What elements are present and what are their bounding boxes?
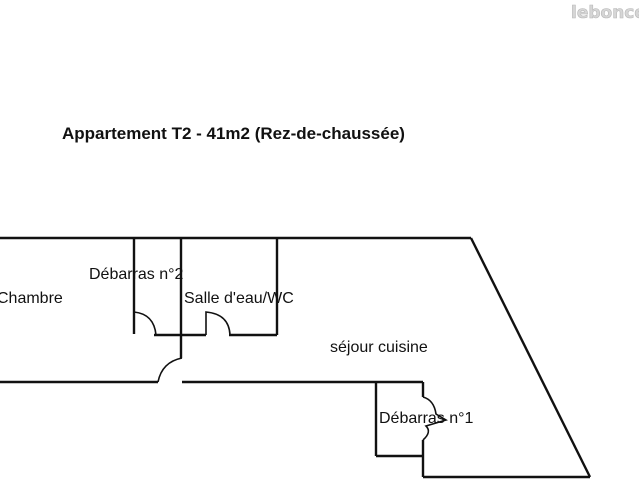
leboncoin-watermark: leboncoin (571, 3, 639, 23)
room-label-chambre: Chambre (0, 290, 63, 307)
outer-walls (0, 236, 592, 479)
chambre-door-arc (157, 357, 183, 383)
room-label-sejour: séjour cuisine (330, 339, 428, 356)
doors (133, 311, 231, 383)
room-label-debarras1: Débarras n°1 (379, 410, 474, 427)
debarras1-door-arc (422, 396, 448, 441)
room-label-salle-eau: Salle d'eau/WC (184, 290, 294, 307)
room-label-debarras2: Débarras n°2 (89, 266, 184, 283)
storage-bathroom-walls (132, 238, 279, 358)
salle-eau-door-arc (205, 311, 231, 336)
debarras2-door-arc (133, 311, 157, 336)
slanted-right-wall (469, 237, 592, 478)
plan-title: Appartement T2 - 41m2 (Rez-de-chaussée) (62, 124, 405, 143)
debarras1-walls (374, 380, 448, 477)
